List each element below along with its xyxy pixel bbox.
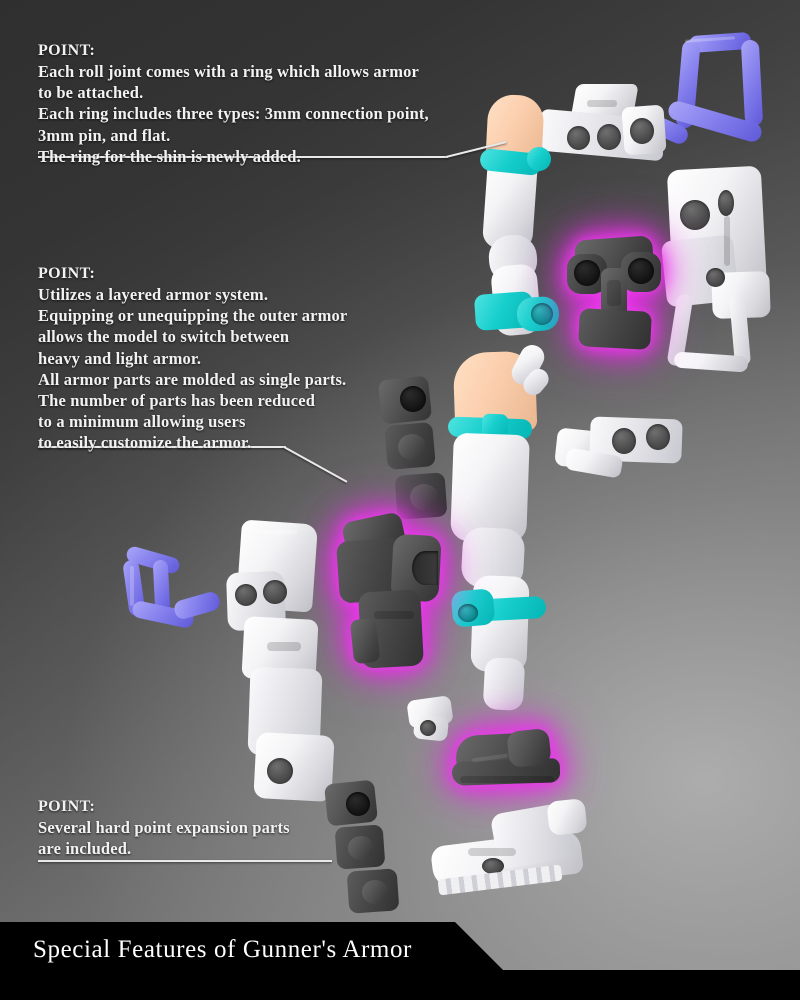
inner-frame-highlighted-lower (330, 511, 450, 675)
point-1-label: POINT: (38, 42, 96, 59)
white-boot-armor-shell (424, 796, 604, 908)
point-block-1: POINT: Each roll joint comes with a ring… (38, 40, 429, 167)
white-armor-leg-assembly (215, 519, 345, 822)
point-2-line-3: allows the model to switch between (38, 327, 290, 347)
point-2-line-6: The number of parts has been reduced (38, 391, 316, 411)
white-armor-three-port-block (541, 82, 671, 170)
white-armor-three-port-block-middle (554, 412, 684, 488)
point-block-2: POINT: Utilizes a layered armor system. … (38, 263, 347, 454)
point-2-line-8: to easily customize the armor. (38, 433, 252, 453)
hard-point-parts-middle-column (372, 375, 452, 528)
point-1-line-4: 3mm pin, and flat. (38, 125, 171, 145)
point-block-3: POINT: Several hard point expansion part… (38, 796, 290, 859)
footer-title: Special Features of Gunner's Armor (33, 936, 412, 963)
point-2-line-5: All armor parts are molded as single par… (38, 369, 347, 389)
inner-frame-highlighted-upper (565, 232, 665, 352)
white-armor-small-part (404, 694, 460, 746)
point-1-line-3: Each ring includes three types: 3mm conn… (38, 104, 429, 124)
point-2-line-2: Equipping or unequipping the outer armor (38, 306, 348, 326)
point-2-line-7: to a minimum allowing users (38, 412, 246, 432)
upper-leg-assembly (455, 93, 585, 365)
point-3-line-1: Several hard point expansion parts (38, 818, 290, 837)
white-armor-side-panel (660, 165, 800, 373)
leader-line-point-3 (38, 858, 358, 868)
point-1-line-5: The ring for the shin is newly added. (38, 146, 301, 166)
periwinkle-handle-top-right (641, 28, 795, 158)
point-2-label: POINT: (38, 265, 96, 282)
point-3-line-2: are included. (38, 839, 132, 859)
point-1-line-2: to be attached. (38, 83, 144, 103)
hard-point-parts-lower-column (322, 779, 412, 914)
point-2-line-1: Utilizes a layered armor system. (38, 285, 269, 304)
leader-line-point-2 (38, 440, 398, 483)
leader-line-point-1 (38, 141, 507, 164)
periwinkle-handle-left (122, 544, 244, 648)
point-2-line-4: heavy and light armor. (38, 348, 202, 368)
lower-leg-assembly (430, 340, 570, 752)
point-1-line-1: Each roll joint comes with a ring which … (38, 62, 420, 81)
point-3-label: POINT: (38, 798, 96, 815)
sneaker-foot-part (450, 726, 570, 796)
